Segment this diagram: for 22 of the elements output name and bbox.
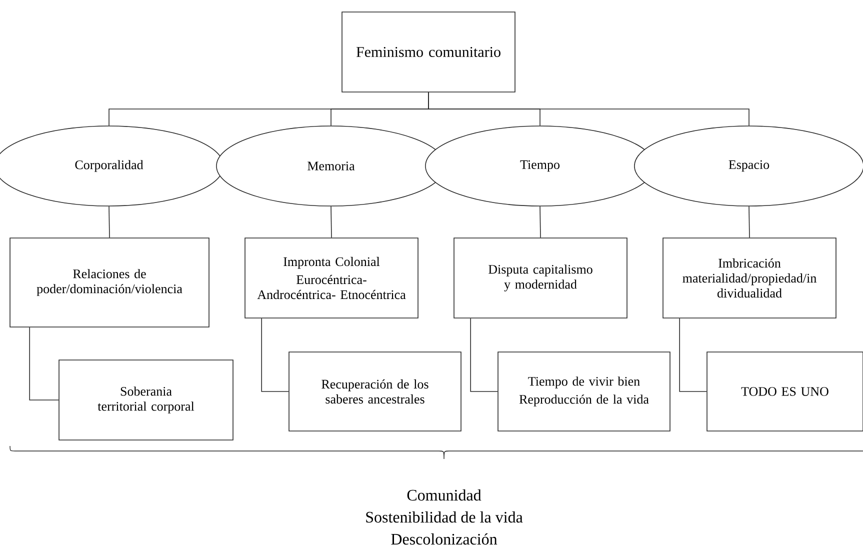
- caption-text: Sostenibilidad de la vida: [366, 511, 523, 523]
- connector-line: [108, 206, 110, 238]
- concept-box: Relaciones de poder/dominación/violencia: [10, 238, 210, 328]
- concept-box: Soberania territorial corporal: [58, 360, 234, 440]
- concept-box: Disputa capitalismo y modernidad: [454, 238, 628, 318]
- concept-box: Impronta Colonial Eurocéntrica- Androcéntrica- Etnocéntrica: [244, 238, 418, 318]
- title-box: Feminismo comunitario: [342, 12, 516, 92]
- connector-line: [29, 327, 59, 400]
- connector-line: [540, 206, 541, 238]
- connector-line: [428, 92, 750, 126]
- caption-text: Descolonización: [391, 533, 498, 545]
- concept-box: Imbricación materialidad/propiedad/in dividualidad: [662, 238, 836, 318]
- connector-line: [748, 206, 750, 238]
- connector-line: [679, 318, 707, 392]
- concept-box: Tiempo de vivir bien Reproducción de la vida: [498, 352, 670, 432]
- connector-line: [470, 318, 498, 392]
- connector-line: [330, 206, 332, 238]
- connector-line: [261, 318, 289, 392]
- concept-box: Recuperación de los saberes ancestrales: [288, 352, 462, 432]
- concept-box: TODO ES UNO: [706, 352, 863, 432]
- node-label: Espacio: [728, 160, 770, 172]
- caption-text: Comunidad: [407, 489, 482, 501]
